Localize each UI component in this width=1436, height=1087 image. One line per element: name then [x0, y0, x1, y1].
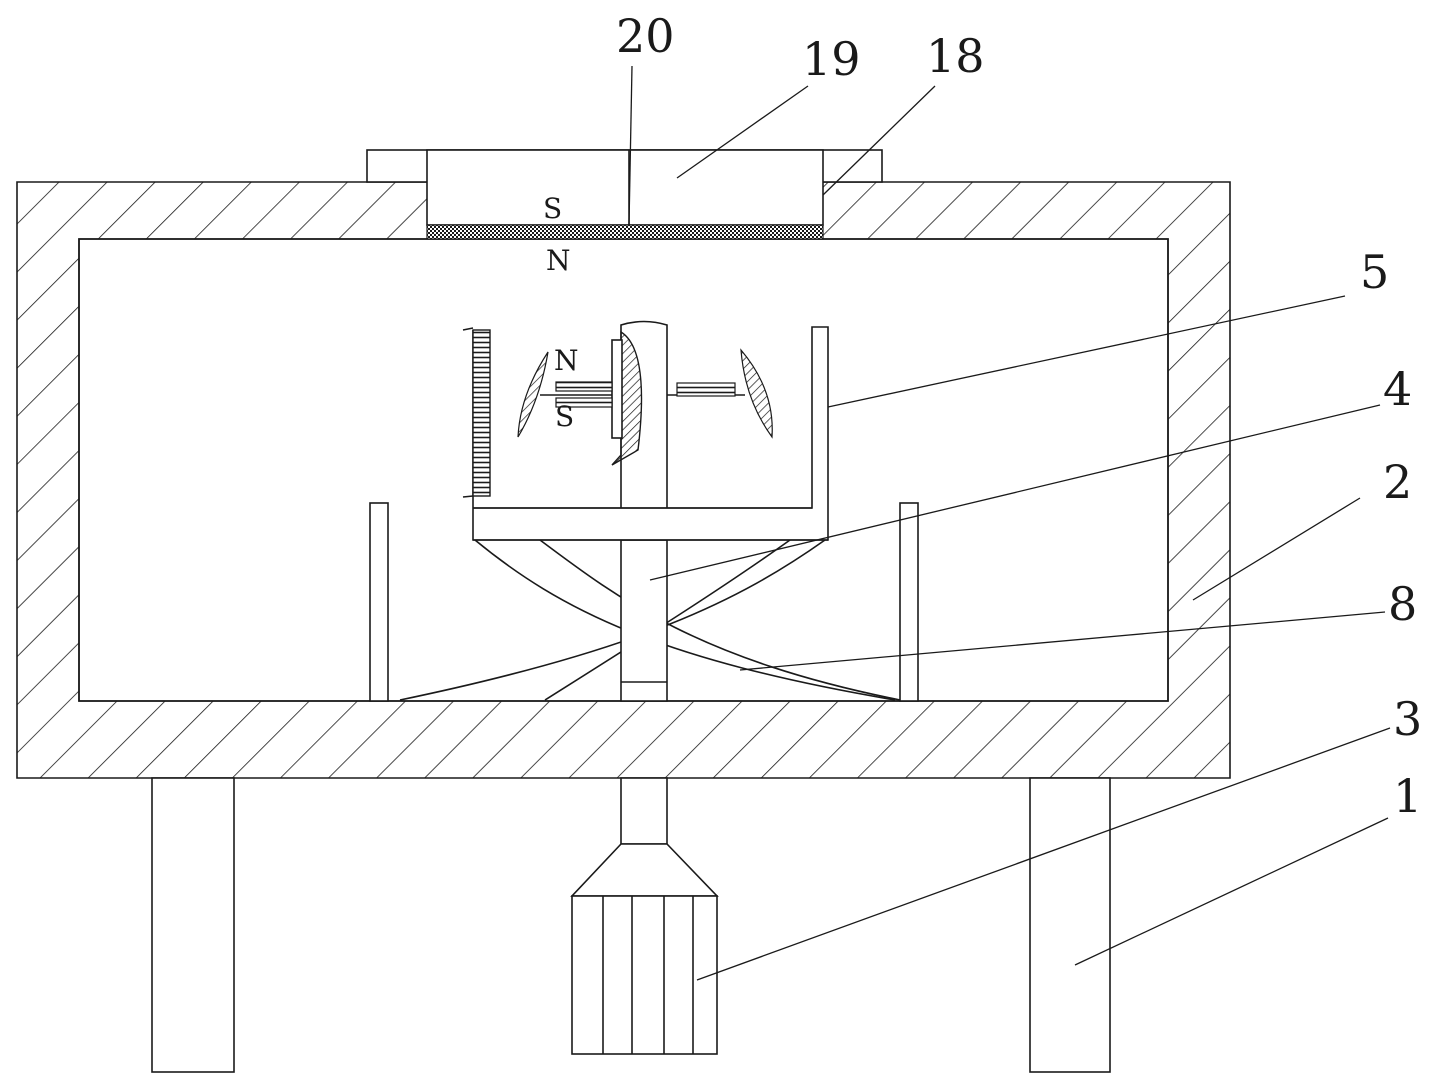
post-right — [899, 502, 919, 702]
top-cap — [366, 149, 883, 240]
label-19: 19 — [802, 32, 861, 86]
pole-inner-s: S — [555, 400, 574, 433]
pole-markings: S N N S — [543, 192, 579, 433]
legs — [151, 777, 1111, 1073]
hub-sleeve — [611, 330, 643, 466]
blade-a-upper — [474, 539, 896, 701]
paddle-left — [517, 351, 549, 438]
blade-b-upper — [399, 539, 826, 701]
leader-19 — [676, 85, 809, 179]
leg-left — [151, 777, 235, 1073]
leader-1 — [1074, 817, 1389, 966]
hub-plate — [611, 339, 623, 439]
basket — [462, 326, 829, 541]
magnet-right — [676, 382, 736, 397]
blade-b-lower — [544, 539, 791, 701]
label-1: 1 — [1393, 769, 1422, 823]
motor-body — [571, 895, 718, 1055]
motor-neck — [620, 777, 668, 845]
motor — [570, 777, 719, 1055]
label-4: 4 — [1383, 362, 1412, 416]
pole-top-s: S — [543, 192, 562, 225]
magnet-left-upper — [555, 381, 613, 392]
top-magnet-strip — [426, 224, 824, 240]
shaft-lower — [620, 539, 668, 702]
blade-a-lower — [539, 539, 901, 701]
label-2: 2 — [1383, 455, 1412, 509]
leader-5 — [827, 295, 1346, 408]
label-3: 3 — [1393, 692, 1422, 746]
leader-3 — [696, 727, 1391, 981]
leader-20 — [628, 65, 633, 226]
pole-inner-n: N — [554, 344, 579, 377]
leader-18 — [822, 85, 936, 196]
leg-right — [1029, 777, 1111, 1073]
center-hub — [517, 330, 773, 466]
inner-posts — [369, 502, 919, 702]
post-left — [369, 502, 389, 702]
label-18: 18 — [926, 29, 985, 83]
pole-top-n: N — [546, 244, 571, 277]
paddle-right — [740, 348, 773, 439]
reference-numerals: 20 19 18 5 4 2 8 3 1 — [616, 9, 1422, 823]
leader-8 — [739, 611, 1386, 671]
leader-lines — [628, 65, 1391, 981]
basket-screen — [472, 329, 491, 497]
label-8: 8 — [1388, 577, 1417, 631]
motor-taper — [570, 843, 719, 897]
top-cap-body — [426, 149, 824, 226]
leader-4 — [649, 404, 1381, 581]
leader-2 — [1192, 497, 1361, 601]
label-5: 5 — [1360, 245, 1389, 299]
magnet-left-lower — [555, 397, 613, 408]
label-20: 20 — [616, 9, 675, 63]
